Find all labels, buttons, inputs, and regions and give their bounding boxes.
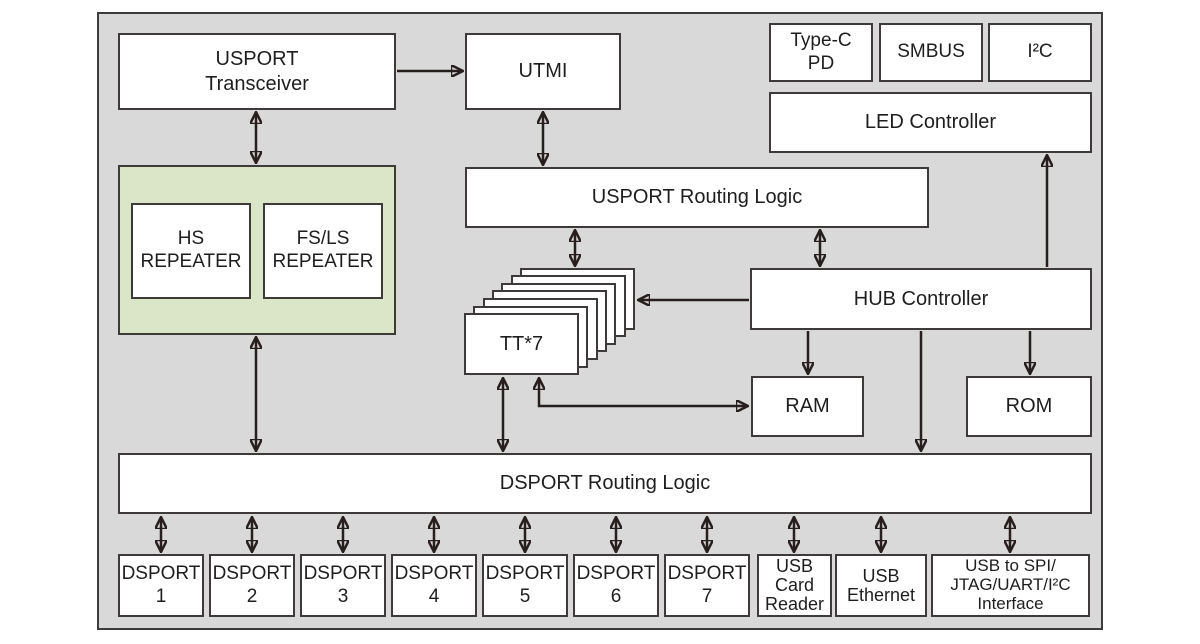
block-tt7: TT*7 — [464, 313, 579, 375]
port-dsport-5: DSPORT 5 — [482, 554, 568, 617]
block-usport-routing-logic: USPORT Routing Logic — [465, 167, 929, 228]
block-ram: RAM — [751, 376, 864, 437]
port-dsport-3: DSPORT 3 — [300, 554, 386, 617]
block-dsport-routing-logic: DSPORT Routing Logic — [118, 453, 1092, 514]
block-i2c: I²C — [988, 23, 1092, 82]
port-usb-ethernet: USB Ethernet — [835, 554, 927, 617]
block-hs-repeater: HS REPEATER — [131, 203, 251, 299]
port-dsport-1: DSPORT 1 — [118, 554, 204, 617]
block-fs-ls-repeater: FS/LS REPEATER — [263, 203, 383, 299]
port-dsport-6: DSPORT 6 — [573, 554, 659, 617]
block-utmi: UTMI — [465, 33, 621, 110]
port-usb-card-reader: USB Card Reader — [757, 554, 832, 617]
block-type-c-pd: Type-C PD — [769, 23, 873, 82]
block-rom: ROM — [966, 376, 1092, 437]
port-dsport-2: DSPORT 2 — [209, 554, 295, 617]
port-dsport-7: DSPORT 7 — [664, 554, 750, 617]
port-dsport-4: DSPORT 4 — [391, 554, 477, 617]
block-led-controller: LED Controller — [769, 92, 1092, 153]
port-usb-to-spi-jtag-uart-i2c: USB to SPI/ JTAG/UART/I²C Interface — [931, 554, 1090, 617]
block-usport-transceiver: USPORT Transceiver — [118, 33, 396, 110]
block-smbus: SMBUS — [879, 23, 983, 82]
block-hub-controller: HUB Controller — [750, 268, 1092, 330]
